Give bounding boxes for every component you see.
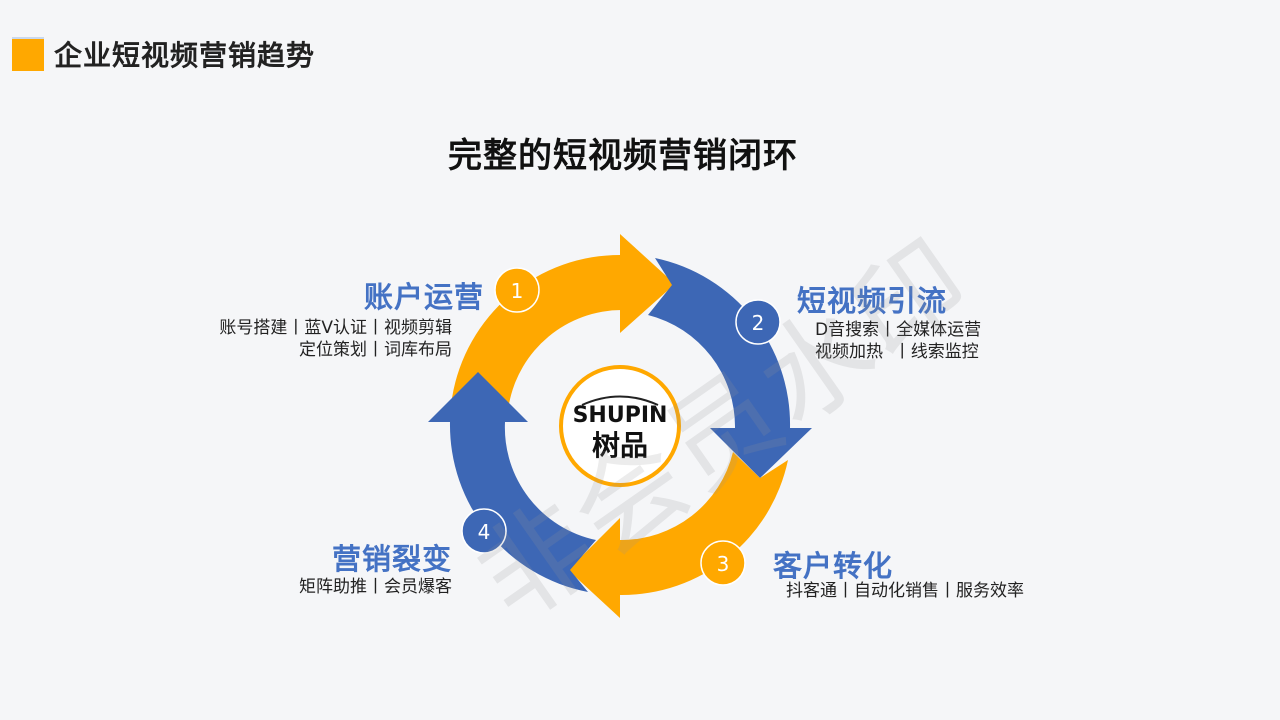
title-accent-square bbox=[12, 37, 44, 71]
stage-4-desc: 矩阵助推丨会员爆客 bbox=[200, 576, 452, 598]
logo-text-en: SHUPIN bbox=[573, 403, 668, 428]
stage-1-line-1: 账号搭建丨蓝V认证丨视频剪辑 bbox=[219, 318, 452, 338]
svg-text:1: 1 bbox=[511, 279, 524, 303]
svg-text:3: 3 bbox=[717, 552, 730, 576]
stage-2-line-1: D音搜索丨全媒体运营 bbox=[815, 320, 982, 340]
arrow-segment-3 bbox=[568, 452, 788, 618]
svg-text:4: 4 bbox=[478, 520, 491, 544]
badge-3: 3 bbox=[700, 540, 746, 586]
page-title: 企业短视频营销趋势 bbox=[54, 39, 316, 72]
stage-1-line-2: 定位策划丨词库布局 bbox=[299, 340, 452, 360]
stage-1-desc: 账号搭建丨蓝V认证丨视频剪辑 定位策划丨词库布局 bbox=[150, 317, 452, 361]
badge-4: 4 bbox=[461, 508, 507, 554]
stage-3-title: 客户转化 bbox=[773, 549, 894, 583]
stage-3-line-1: 抖客通丨自动化销售丨服务效率 bbox=[786, 581, 1024, 601]
stage-2-line-2: 视频加热 丨线索监控 bbox=[815, 342, 979, 362]
svg-text:2: 2 bbox=[752, 311, 765, 335]
stage-4-title: 营销裂变 bbox=[331, 542, 452, 576]
badge-2: 2 bbox=[735, 299, 781, 345]
header: 企业短视频营销趋势 bbox=[12, 34, 315, 74]
diagram-title: 完整的短视频营销闭环 bbox=[448, 136, 798, 176]
stage-3-desc: 抖客通丨自动化销售丨服务效率 bbox=[786, 580, 1024, 602]
stage-2-desc: D音搜索丨全媒体运营 视频加热 丨线索监控 bbox=[815, 319, 981, 363]
arrow-segment-1 bbox=[452, 234, 675, 404]
stage-1-title: 账户运营 bbox=[363, 280, 484, 314]
arrow-segment-4 bbox=[428, 372, 596, 592]
arrow-segment-2 bbox=[648, 258, 812, 478]
center-logo: SHUPIN 树品 bbox=[559, 365, 681, 487]
badge-1: 1 bbox=[494, 267, 540, 313]
stage-4-line-1: 矩阵助推丨会员爆客 bbox=[299, 577, 452, 597]
logo-text-cn: 树品 bbox=[592, 429, 648, 462]
stage-2-title: 短视频引流 bbox=[797, 284, 948, 318]
